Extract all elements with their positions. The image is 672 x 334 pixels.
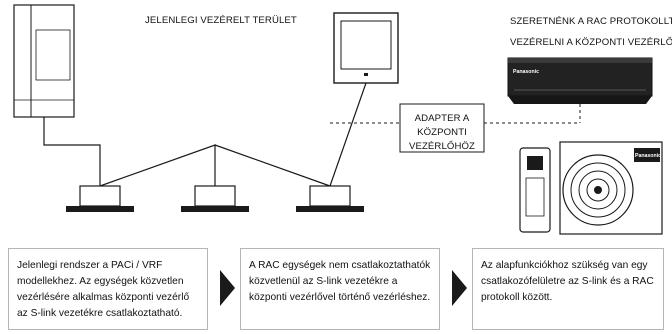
info-box-adapter-need: Az alapfunkciókhoz szükség van egy csatl…	[472, 248, 664, 330]
s-link-wiring	[43, 82, 367, 187]
rac-outdoor-unit: Panasonic	[519, 141, 663, 235]
info-box-rac-limitation: A RAC egységek nem csatlakoztathatók köz…	[240, 248, 440, 330]
rac-indoor-unit: Panasonic	[507, 57, 653, 104]
info-box-rac-limitation-text: A RAC egységek nem csatlakoztathatók köz…	[249, 260, 431, 303]
adapter-label-line2: KÖZPONTI	[417, 127, 467, 138]
cassette-unit-2	[181, 185, 249, 212]
cassette-unit-1	[66, 185, 134, 212]
rac-wish-label-line1: SZERETNÉNK A RAC PROTOKOLLT	[510, 16, 672, 27]
outdoor-brand-label: Panasonic	[635, 153, 661, 159]
arrow-right-icon	[220, 270, 235, 306]
current-area-label: JELENLEGI VEZÉRELT TERÜLET	[145, 15, 297, 26]
info-box-current-system: Jelenlegi rendszer a PACi / VRF modellek…	[8, 248, 208, 330]
central-controller-icon	[333, 12, 399, 84]
tall-unit	[13, 4, 75, 118]
cassette-unit-3	[296, 185, 364, 212]
adapter-label-line1: ADAPTER A	[415, 113, 470, 124]
adapter-dashed-link	[330, 104, 581, 124]
info-box-current-system-text: Jelenlegi rendszer a PACi / VRF modellek…	[17, 260, 190, 319]
indoor-brand-label: Panasonic	[513, 69, 539, 75]
rac-wish-label-line2: VEZÉRELNI A KÖZPONTI VEZÉRLŐKKEL	[510, 37, 672, 48]
system-diagram: JELENLEGI VEZÉRELT TERÜLET SZERETNÉNK A …	[13, 4, 672, 235]
adapter-label-line3: VEZÉRLŐHÖZ	[409, 141, 475, 152]
adapter-box: ADAPTER A KÖZPONTI VEZÉRLŐHÖZ	[399, 103, 485, 153]
arrow-right-icon	[452, 270, 467, 306]
info-box-adapter-need-text: Az alapfunkciókhoz szükség van egy csatl…	[481, 260, 654, 303]
